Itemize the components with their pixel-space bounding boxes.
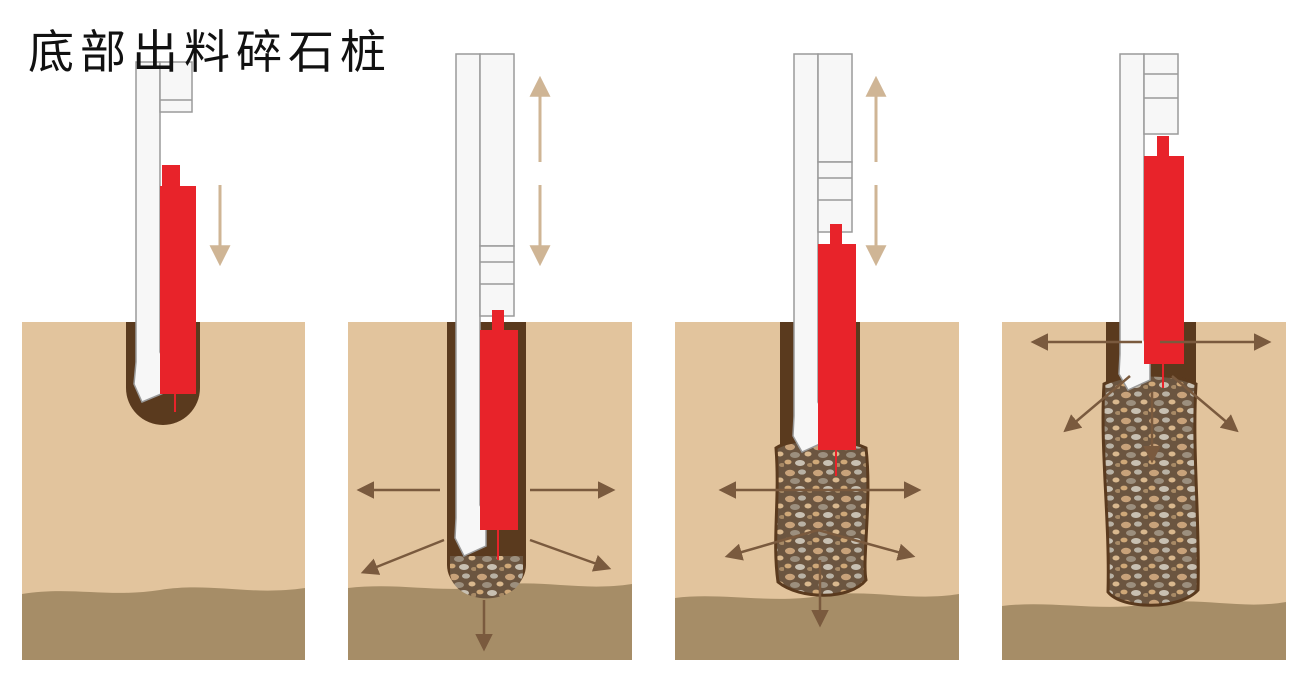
vibrator-probe bbox=[454, 53, 518, 560]
bottom-layer bbox=[22, 587, 305, 660]
vibrator-probe bbox=[1118, 53, 1184, 391]
gravel-fill bbox=[450, 556, 523, 599]
probe-coupling bbox=[817, 161, 853, 233]
probe-rod bbox=[479, 53, 515, 247]
bottom-layer bbox=[1002, 601, 1286, 660]
lateral-arrow bbox=[817, 528, 916, 561]
vibrator-probe bbox=[133, 61, 196, 412]
lateral-arrow bbox=[724, 528, 819, 561]
page-title: 底部出料碎石桩 bbox=[28, 25, 392, 79]
probe-rod bbox=[817, 53, 853, 163]
probe-coupling bbox=[1143, 53, 1179, 135]
stage-2-panel bbox=[348, 53, 632, 660]
lateral-arrow bbox=[529, 538, 612, 572]
stage-1-panel bbox=[22, 61, 305, 660]
stage-3-panel bbox=[675, 53, 959, 660]
lateral-arrow bbox=[360, 538, 445, 575]
bottom-layer bbox=[348, 583, 632, 660]
probe-coupling bbox=[159, 61, 193, 113]
gravel-column bbox=[1101, 373, 1200, 607]
probe-coupling bbox=[479, 245, 515, 317]
probe-tube bbox=[1118, 53, 1151, 391]
lateral-arrow bbox=[1063, 375, 1131, 433]
vibrator-head bbox=[160, 186, 196, 394]
gravel-column bbox=[774, 438, 870, 597]
lateral-arrow bbox=[1171, 375, 1239, 433]
vibrator-probe bbox=[792, 53, 856, 476]
bottom-layer bbox=[675, 593, 959, 660]
stage-4-panel bbox=[1002, 53, 1286, 660]
